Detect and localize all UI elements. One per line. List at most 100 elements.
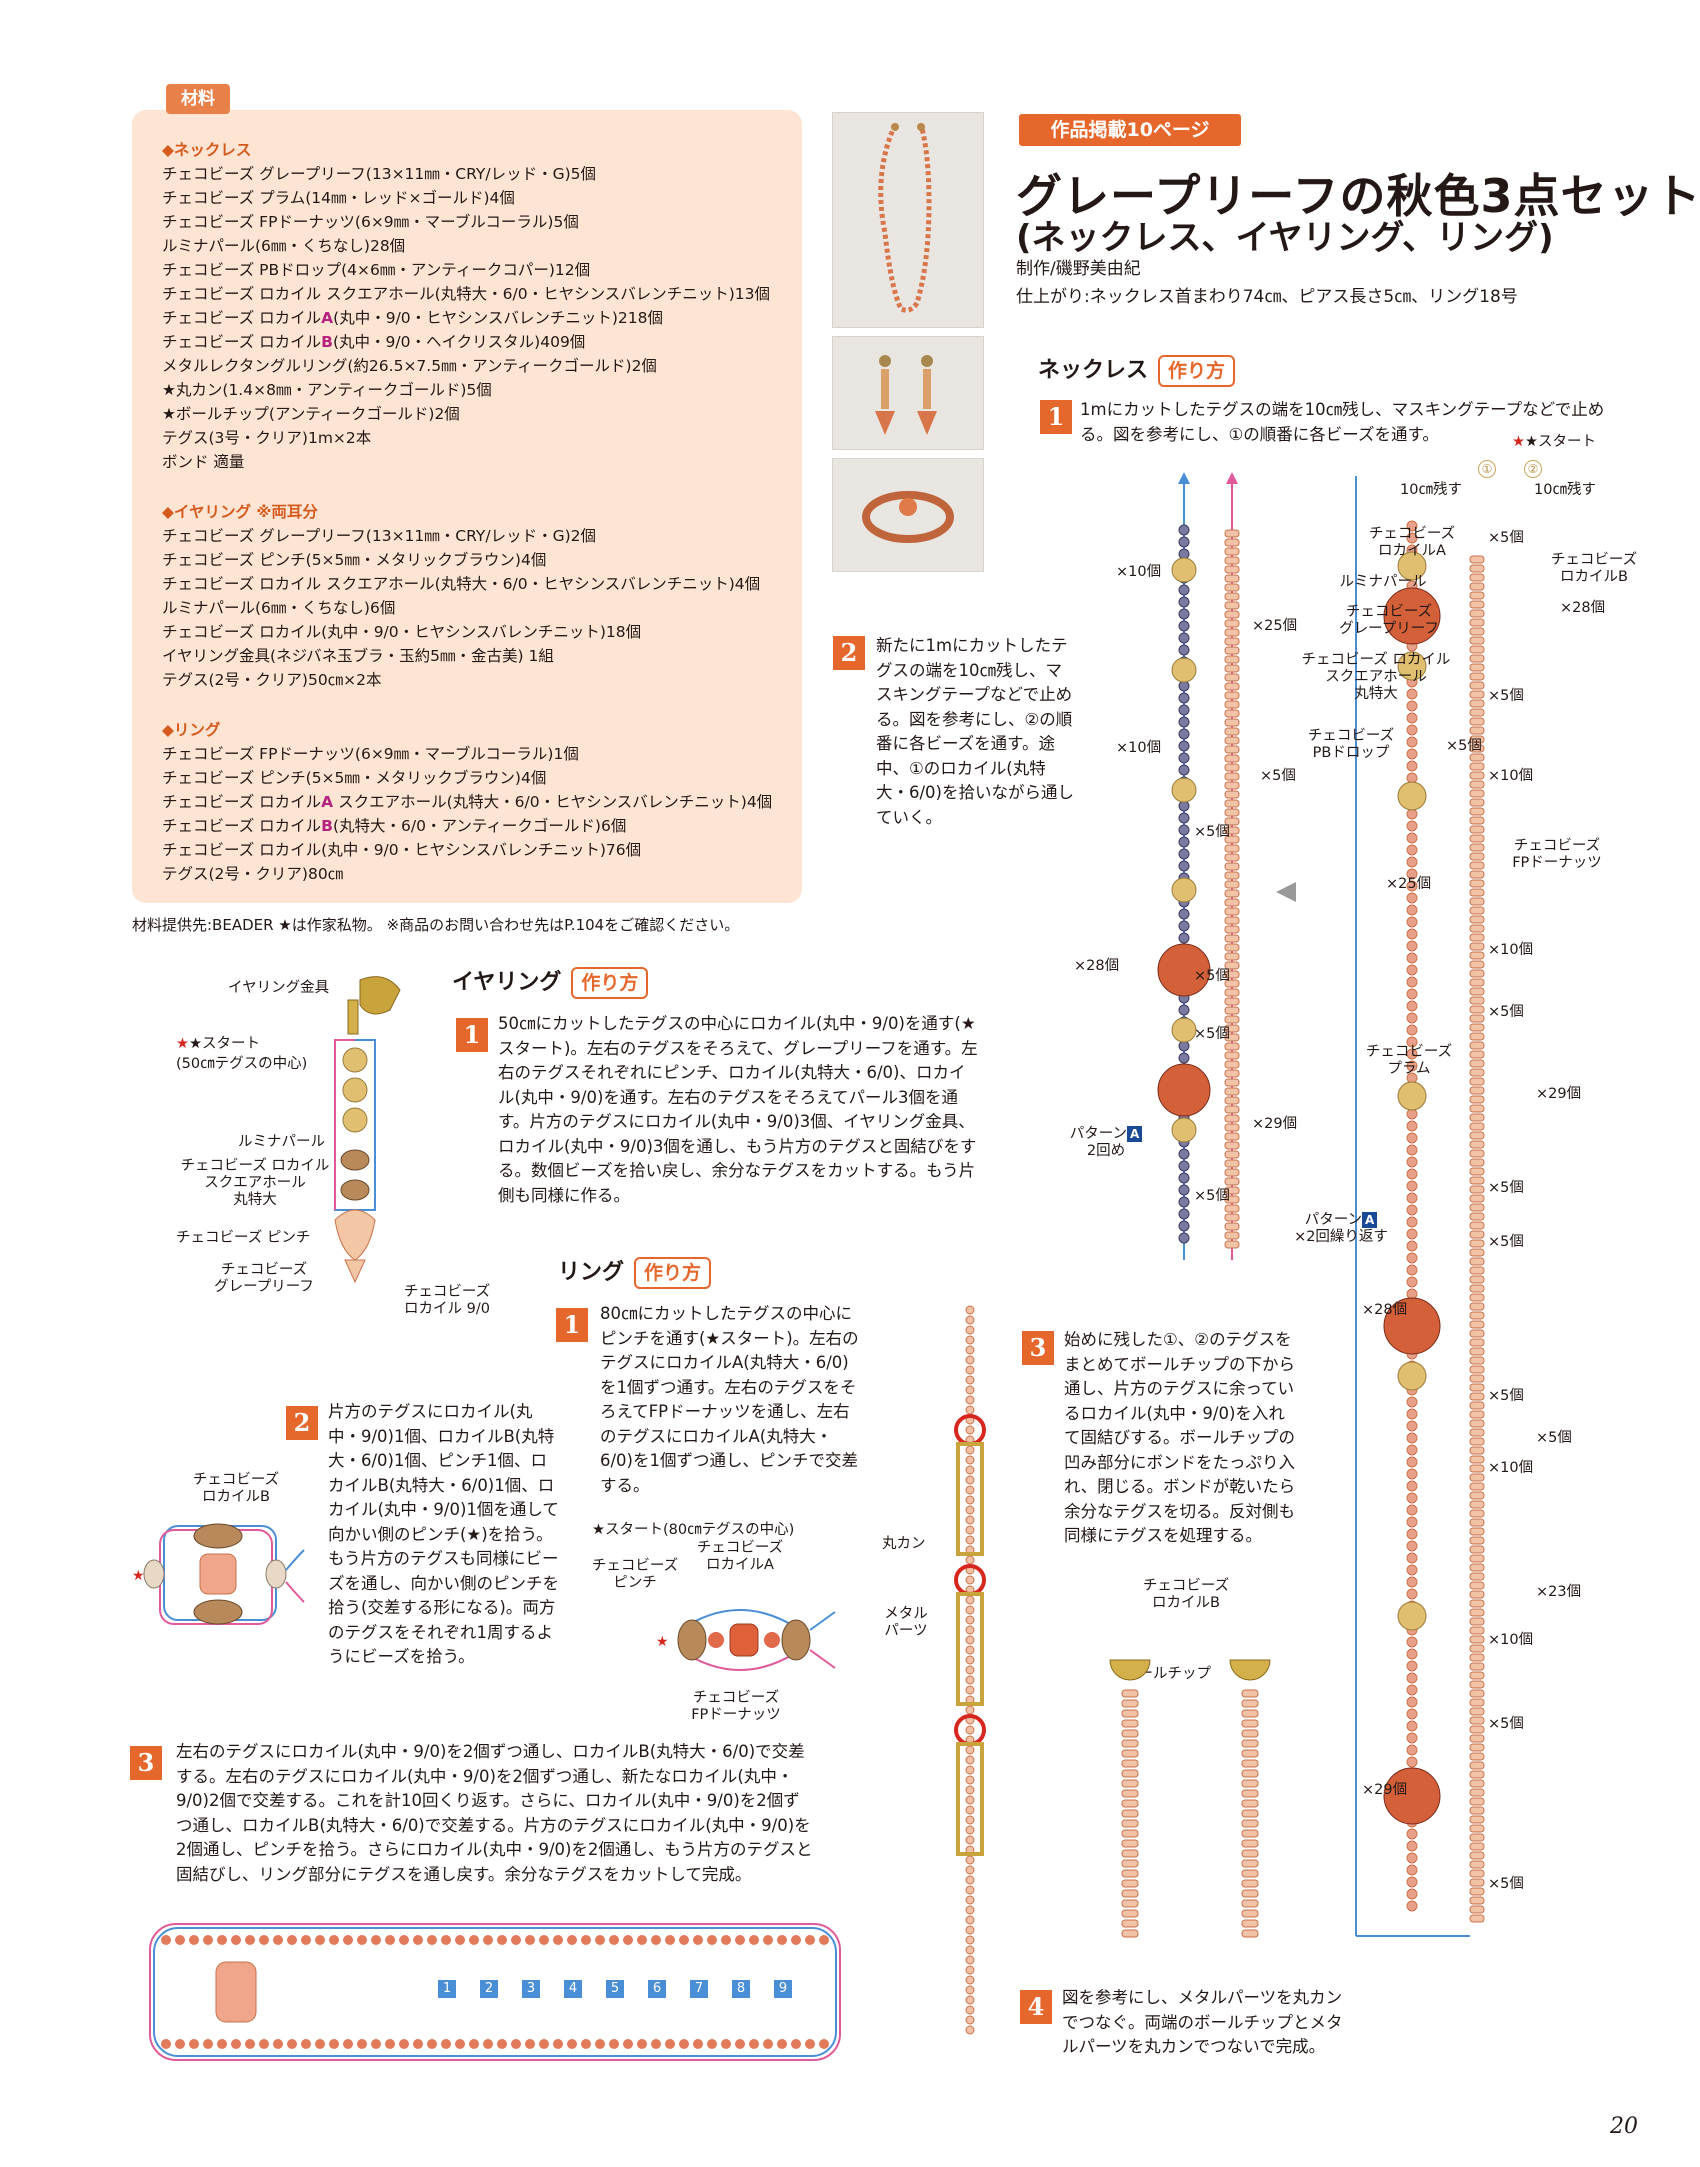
material-line: チェコビーズ ロカイルB(丸特大・6/0・アンティークゴールド)6個	[162, 817, 627, 835]
material-line: チェコビーズ ロカイル スクエアホール(丸特大・6/0・ヒヤシンスバレンチニット…	[162, 575, 761, 593]
label-pinch: チェコビーズ ピンチ	[176, 1230, 311, 1246]
necklace-step2-diagram	[1157, 472, 1240, 1260]
necklace-step1-diagram	[1355, 476, 1485, 1937]
howto-label: 作り方	[571, 967, 649, 999]
earring-materials-heading: ◆イヤリング ※両耳分	[162, 503, 318, 521]
ring-repeat-number: 8	[732, 1980, 750, 1998]
page-reference-badge: 作品掲載10ページ	[1017, 112, 1243, 148]
necklace-step-1: 1mにカットしたテグスの端を10㎝残し、マスキングテープなどで止める。図を参考に…	[1080, 400, 1605, 444]
ring-repeat-number: 1	[438, 1980, 456, 1998]
author: 制作/磯野美由紀	[1016, 259, 1141, 279]
arrow-icon	[1276, 882, 1296, 902]
svg-text:★: ★	[656, 1634, 669, 1650]
material-line: ルミナパール(6㎜・くちなし)6個	[162, 599, 396, 617]
earring-diagram	[334, 976, 401, 1284]
step-number: 4	[1020, 1990, 1052, 2024]
material-line: ルミナパール(6㎜・くちなし)28個	[162, 237, 406, 255]
bead-count-label: ×5個	[1488, 1234, 1524, 1250]
ring-materials-heading: ◆リング	[162, 721, 221, 739]
material-line: チェコビーズ FPドーナッツ(6×9㎜・マーブルコーラル)1個	[162, 745, 579, 763]
page-title: グレープリーフの秋色3点セット	[1016, 169, 1700, 223]
bead-count-label: ×5個	[1194, 824, 1230, 840]
material-line: テグス(2号・クリア)50㎝×2本	[162, 671, 382, 689]
label-start-sub: (50㎝テグスの中心)	[176, 1056, 308, 1072]
label-czech-rocaille-a: チェコビーズロカイルA	[696, 1540, 784, 1573]
bead-count-label: ×5個	[1488, 1716, 1524, 1732]
label-metal-parts: メタル パーツ	[884, 1606, 928, 1639]
bead-count-label: ×10個	[1116, 564, 1162, 580]
necklace-bead-label: チェコビーズロカイルB	[1550, 552, 1638, 585]
materials-credit: 材料提供先:BEADER ★は作家私物。 ※商品のお問い合わせ先はP.104をご…	[132, 916, 740, 934]
necklace-bead-label: チェコビーズプラム	[1365, 1044, 1453, 1077]
material-line: チェコビーズ ピンチ(5×5㎜・メタリックブラウン)4個	[162, 769, 547, 787]
label-earring-fitting: イヤリング金具	[228, 980, 330, 996]
bead-count-label: ×5個	[1536, 1430, 1572, 1446]
label-marukan: 丸カン	[882, 1536, 926, 1552]
step-number: 1	[556, 1308, 588, 1342]
earring-heading: イヤリング作り方	[452, 964, 649, 999]
material-line: チェコビーズ ロカイル スクエアホール(丸特大・6/0・ヒヤシンスバレンチニット…	[162, 285, 771, 303]
bead-count-label: ×25個	[1386, 876, 1432, 892]
bead-count-label: ×23個	[1536, 1584, 1582, 1600]
material-line: チェコビーズ ロカイル(丸中・9/0・ヒヤシンスバレンチニット)18個	[162, 623, 642, 641]
bead-count-label: ×5個	[1194, 1188, 1230, 1204]
label-czech-rocaille-b: チェコビーズロカイルB	[1142, 1578, 1230, 1611]
ring-step1-diagram: ★	[656, 1609, 836, 1671]
necklace-step-3: 始めに残した①、②のテグスをまとめてボールチップの下から通し、片方のテグスに余っ…	[1064, 1330, 1296, 1545]
material-line: チェコビーズ ピンチ(5×5㎜・メタリックブラウン)4個	[162, 551, 547, 569]
bead-count-label: ×29個	[1536, 1086, 1582, 1102]
label-leave-10-2: 10㎝残す	[1534, 482, 1596, 498]
necklace-bead-label: チェコビーズロカイルA	[1368, 526, 1456, 559]
bead-count-label: ×28個	[1074, 958, 1120, 974]
material-line: チェコビーズ PBドロップ(4×6㎜・アンティークコパー)12個	[162, 261, 591, 279]
material-line: チェコビーズ グレープリーフ(13×11㎜・CRY/レッド・G)5個	[162, 165, 596, 183]
ring-step2-diagram: ★	[132, 1523, 305, 1625]
material-line: メタルレクタングルリング(約26.5×7.5㎜・アンティークゴールド)2個	[162, 357, 657, 375]
materials-tab: 材料	[166, 84, 230, 114]
bead-count-label: ×5個	[1488, 1180, 1524, 1196]
label-rocaille-square: チェコビーズ ロカイルスクエアホール丸特大	[180, 1158, 330, 1208]
ring-repeat-number: 3	[522, 1980, 540, 1998]
ring-repeat-number: 9	[774, 1980, 792, 1998]
ring-repeat-number: 6	[648, 1980, 666, 1998]
bead-count-label: ×10個	[1116, 740, 1162, 756]
ring-heading: リング作り方	[558, 1254, 712, 1289]
materials-list: ◆ネックレス チェコビーズ グレープリーフ(13×11㎜・CRY/レッド・G)5…	[162, 138, 792, 886]
necklace-heading: ネックレス作り方	[1038, 352, 1236, 387]
material-line: テグス(2号・クリア)80㎝	[162, 865, 344, 883]
ring-photo	[832, 458, 984, 572]
bead-count-label: ×5個	[1194, 968, 1230, 984]
ring-step-3: 左右のテグスにロカイル(丸中・9/0)を2個ずつ通し、ロカイルB(丸特大・6/0…	[176, 1742, 813, 1884]
ring-repeat-number: 7	[690, 1980, 708, 1998]
step-number: 2	[286, 1406, 318, 1440]
label-rocaille-B: チェコビーズロカイルB	[192, 1472, 280, 1505]
bead-count-label: ×5個	[1488, 1388, 1524, 1404]
bead-count-label: ×10個	[1488, 942, 1534, 958]
bead-count-label: ×10個	[1488, 1632, 1534, 1648]
necklace-bead-label: チェコビーズ ロカイルスクエアホール丸特大	[1301, 652, 1451, 702]
necklace-photo	[832, 112, 984, 328]
bead-count-label: ×10個	[1488, 768, 1534, 784]
bead-count-label: ×10個	[1488, 1460, 1534, 1476]
material-line: ボンド 適量	[162, 453, 245, 471]
finished-size: 仕上がり:ネックレス首まわり74㎝、ピアス長さ5㎝、リング18号	[1016, 287, 1518, 307]
material-line: テグス(3号・クリア)1m×2本	[162, 429, 372, 447]
step-number: 3	[130, 1746, 162, 1780]
page-subtitle: (ネックレス、イヤリング、リング)	[1016, 218, 1554, 258]
necklace-materials-heading: ◆ネックレス	[162, 141, 252, 159]
ring-step-2: 片方のテグスにロカイル(丸中・9/0)1個、ロカイルB(丸特大・6/0)1個、ピ…	[328, 1402, 559, 1666]
bead-count-label: ×5個	[1488, 1876, 1524, 1892]
label-circle-2: ②	[1524, 460, 1542, 478]
page-number: 20	[1610, 2114, 1638, 2139]
bead-count-label: ×5個	[1488, 1004, 1524, 1020]
material-line: チェコビーズ ロカイルA スクエアホール(丸特大・6/0・ヒヤシンスバレンチニッ…	[162, 793, 773, 811]
necklace-step-4: 図を参考にし、メタルパーツを丸カンでつなぐ。両端のボールチップとメタルパーツを丸…	[1062, 1988, 1343, 2056]
label-leave-10-1: 10㎝残す	[1400, 482, 1462, 498]
bead-count-label: ×5個	[1194, 1026, 1230, 1042]
ring-repeat-number: 4	[564, 1980, 582, 1998]
material-line: ★丸カン(1.4×8㎜・アンティークゴールド)5個	[162, 381, 492, 399]
step-number: 3	[1022, 1331, 1054, 1365]
